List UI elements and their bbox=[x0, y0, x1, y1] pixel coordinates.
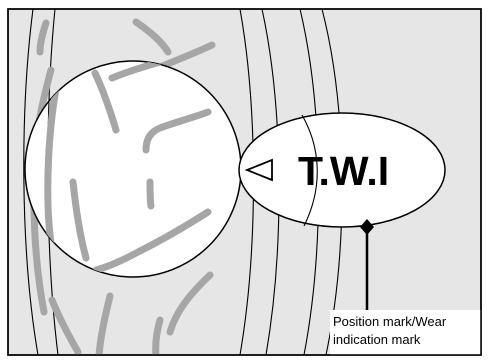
frame-border bbox=[7, 8, 482, 356]
caption-box bbox=[330, 310, 481, 355]
caption: Position mark/Wear indication mark bbox=[333, 314, 450, 347]
caption-line-2: indication mark bbox=[333, 332, 421, 347]
callout-ellipse bbox=[238, 112, 446, 228]
triangle-left-outline-icon bbox=[244, 158, 273, 182]
diamond-icon bbox=[360, 219, 374, 235]
caption-line-1: Position mark/Wear bbox=[333, 314, 447, 329]
twi-label: T.W.I bbox=[298, 148, 389, 194]
contour-in-callout bbox=[301, 114, 318, 227]
